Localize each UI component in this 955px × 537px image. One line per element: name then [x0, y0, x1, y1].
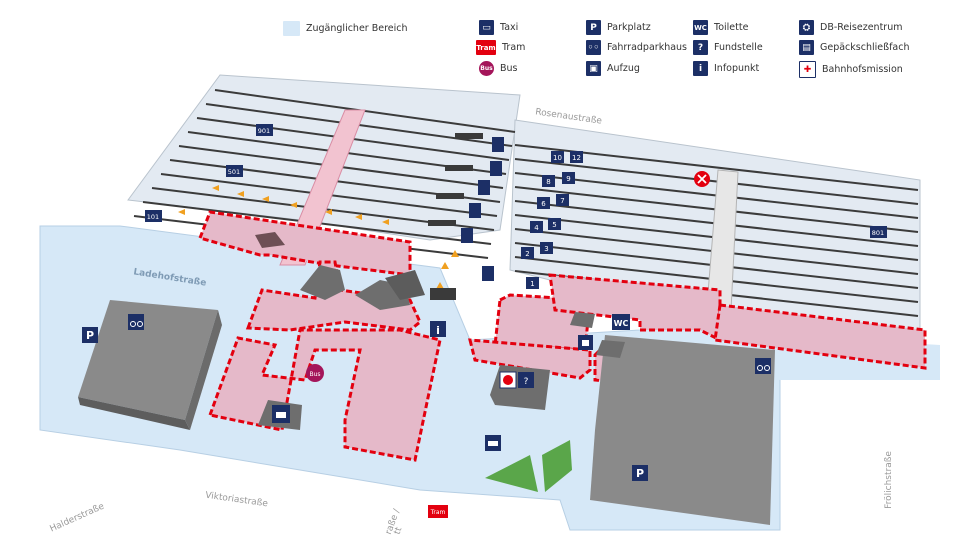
legend-accessible-area: Zugänglicher Bereich [283, 21, 408, 36]
parking-icon-east[interactable]: P [632, 465, 648, 481]
legend-bike-parking: ◦◦Fahrradparkhaus [586, 40, 688, 55]
closed-marker-icon [694, 171, 710, 187]
green-island-left [485, 455, 538, 492]
track-line [514, 158, 919, 205]
street-label-froelich: Frölichstraße [883, 451, 894, 509]
svg-text:6: 6 [541, 200, 546, 208]
svg-text:9: 9 [566, 175, 570, 183]
platform-label-8: 8 [542, 175, 555, 187]
legend-lost-found: ?Fundstelle [693, 40, 763, 55]
platform-label-1: 1 [526, 277, 539, 289]
walking-arrow [237, 191, 244, 197]
legend-station-mission: ✚Bahnhofsmission [799, 61, 903, 78]
svg-text:101: 101 [147, 213, 159, 221]
walking-arrow [290, 202, 297, 208]
toilet-icon[interactable]: WC [612, 314, 630, 330]
info-icon: i [693, 61, 708, 76]
svg-text:Tram: Tram [430, 509, 446, 516]
walking-arrow [382, 219, 389, 225]
svg-text:10: 10 [553, 154, 562, 162]
platform-label-12: 12 [570, 151, 583, 163]
svg-text:2: 2 [525, 250, 529, 258]
svg-text:P: P [636, 467, 644, 480]
elevator-icon: ▣ [586, 61, 601, 76]
walking-arrow [355, 214, 362, 220]
bus-stop-icon[interactable]: Bus [306, 364, 324, 382]
platform-label-6: 6 [537, 197, 550, 209]
legend-elevator: ▣Aufzug [586, 61, 640, 76]
walking-arrow [212, 185, 219, 191]
green-island-right [542, 440, 572, 492]
svg-text:i: i [436, 324, 440, 337]
svg-text:7: 7 [560, 197, 564, 205]
walking-arrow [436, 282, 444, 289]
bus-icon: Bus [479, 61, 494, 76]
walking-arrows [178, 185, 459, 289]
station-mission-icon[interactable] [499, 371, 517, 389]
far-track-labels: 901 501 101 801 [145, 124, 887, 238]
svg-text:4: 4 [534, 224, 539, 232]
walking-arrow [451, 250, 459, 257]
locker-icon: ▤ [799, 40, 814, 55]
station-mission-icon: ✚ [799, 61, 816, 78]
platform-label-5: 5 [548, 218, 561, 230]
track-label-101: 101 [145, 210, 162, 222]
lost-found-icon: ? [693, 40, 708, 55]
svg-text:501: 501 [228, 168, 240, 176]
travel-center-icon: ⛭ [799, 20, 814, 35]
parking-icon: P [586, 20, 601, 35]
bike-parking-icon-east[interactable] [755, 358, 771, 374]
svg-text:3: 3 [544, 245, 548, 253]
svg-text:1: 1 [530, 280, 534, 288]
track-label-901: 901 [256, 124, 273, 136]
platform-label-3: 3 [540, 242, 553, 254]
svg-text:WC: WC [614, 319, 629, 328]
bike-parking-icon-west[interactable] [128, 314, 144, 330]
elevator-icons[interactable] [461, 137, 504, 281]
locker-icon[interactable] [578, 335, 593, 350]
legend-locker: ▤Gepäckschließfach [799, 40, 910, 55]
info-icon[interactable]: i [430, 321, 446, 337]
legend-travel-center: ⛭DB-Reisezentrum [799, 20, 902, 35]
tram-icon: Tram [476, 40, 496, 55]
svg-text:P: P [86, 329, 94, 342]
svg-text:801: 801 [872, 229, 884, 237]
taxi-icon: ▭ [479, 20, 494, 35]
svg-text:Bus: Bus [309, 371, 320, 378]
tram-stop-icon[interactable]: Tram [428, 505, 448, 518]
travel-center-icon[interactable] [272, 405, 290, 423]
platform-label-7: 7 [556, 194, 569, 206]
accessible-area-swatch [283, 21, 300, 36]
svg-text:12: 12 [572, 154, 581, 162]
svg-text:8: 8 [546, 178, 550, 186]
svg-text:?: ? [524, 377, 529, 387]
bike-parking-icon: ◦◦ [586, 40, 601, 55]
svg-text:5: 5 [552, 221, 556, 229]
svg-text:901: 901 [258, 127, 270, 135]
legend-taxi: ▭Taxi [479, 20, 518, 35]
track-label-501: 501 [226, 165, 243, 177]
platform-label-10: 10 [551, 151, 564, 163]
escalators [428, 133, 483, 300]
walking-arrow [262, 196, 269, 202]
platform-label-9: 9 [562, 172, 575, 184]
toilet-icon: WC [693, 20, 708, 35]
taxi-icon[interactable] [485, 435, 501, 451]
platform-label-4: 4 [530, 221, 543, 233]
platform-label-2: 2 [521, 247, 534, 259]
lost-found-icon[interactable]: ? [518, 372, 534, 388]
walking-arrow [441, 262, 449, 269]
track-label-801: 801 [870, 226, 887, 238]
walking-arrow [178, 209, 185, 215]
walking-arrow [325, 209, 332, 215]
parking-icon-west[interactable]: P [82, 327, 98, 343]
